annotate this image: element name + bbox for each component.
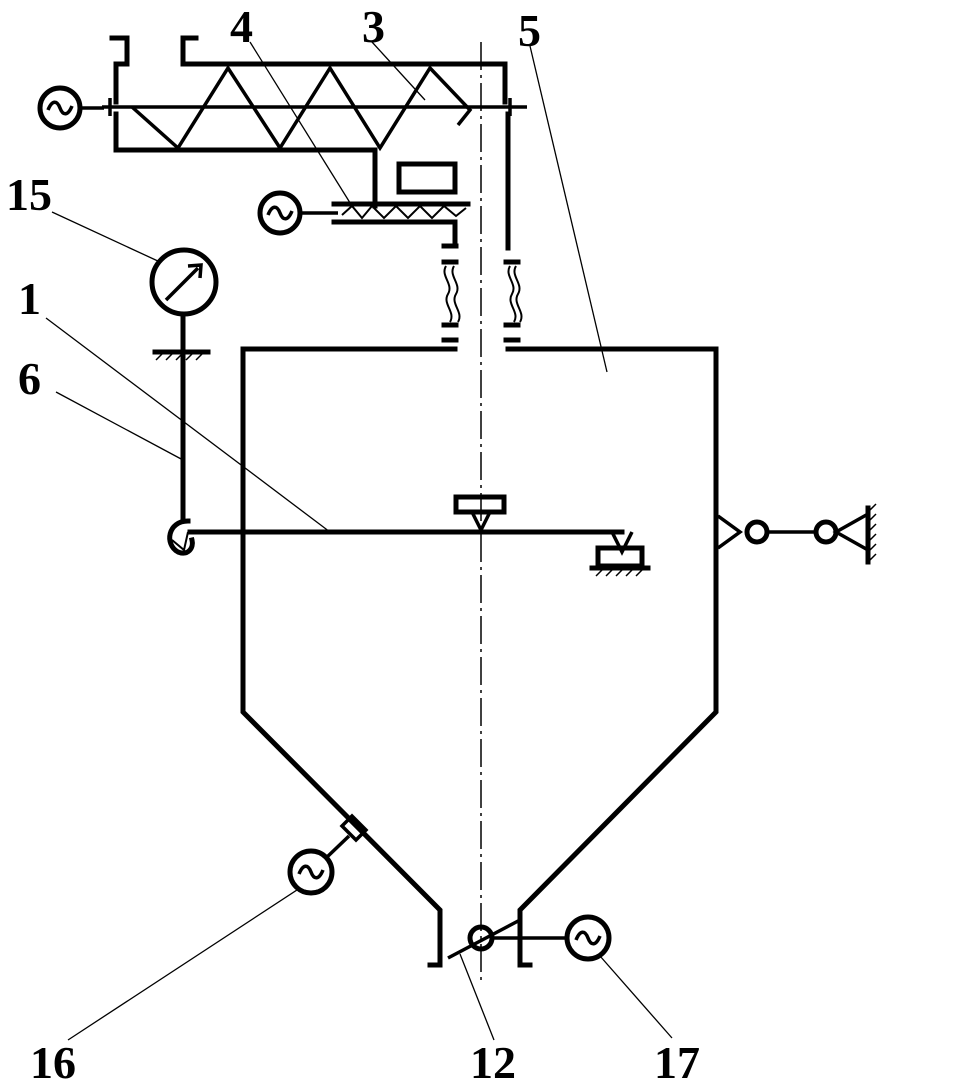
- label-15: 15: [6, 169, 52, 220]
- weighing-bunker-5: [240, 346, 719, 968]
- gauge-15-icon: [149, 247, 219, 355]
- lever-1: [187, 494, 651, 571]
- label-12: 12: [470, 1037, 516, 1088]
- label-17: 17: [654, 1037, 700, 1088]
- label-3: 3: [362, 1, 385, 52]
- label-5: 5: [518, 5, 541, 56]
- screw-flights: [130, 64, 473, 152]
- vibrator-16-icon: [287, 813, 369, 896]
- motor-vibro-icon: [257, 190, 338, 236]
- ground-hatch-fulcrum: [595, 567, 645, 577]
- motor-screw-icon: [37, 85, 104, 131]
- motor-gate-17-icon: [564, 914, 612, 962]
- label-16: 16: [30, 1037, 76, 1088]
- label-1: 1: [18, 273, 41, 324]
- label-6: 6: [18, 353, 41, 404]
- flexible-connections: [441, 259, 523, 343]
- leader-lines: [45, 41, 673, 1041]
- screw-feeder-3: [102, 35, 527, 251]
- label-4: 4: [230, 1, 253, 52]
- side-linkage: [716, 505, 871, 565]
- wall-hatch: [867, 503, 877, 563]
- ground-hatch-gauge: [155, 351, 205, 361]
- gate-valve-12: [447, 918, 566, 960]
- vibro-feeder-4: [331, 161, 471, 249]
